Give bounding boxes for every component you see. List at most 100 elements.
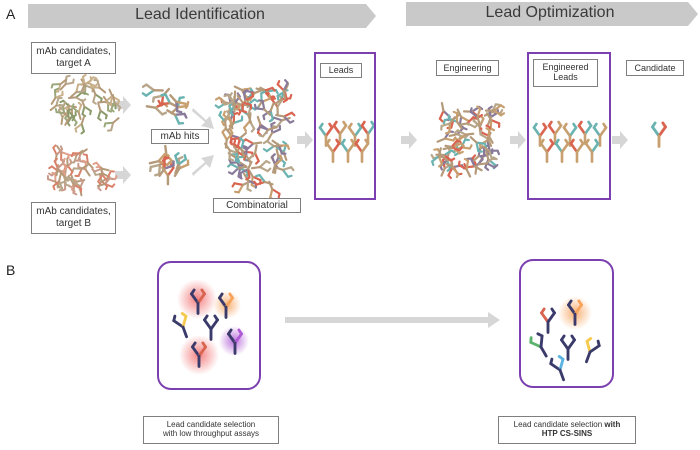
antibody-icon [457,157,472,178]
lead-identification-title: Lead Identification [135,6,265,23]
arrow-a6 [401,131,417,149]
lead-optimization-banner [406,2,698,26]
antibody-icon [71,101,83,121]
antibody-icon [174,152,188,175]
low-caption-line1: Lead candidate selection [166,420,256,429]
antibody-icon [270,153,283,174]
engineered-leads-box [527,52,611,200]
antibody-icon [463,157,483,172]
antibody-icon [97,177,116,188]
antibody-icon [250,160,272,173]
antibody-icon [172,312,188,339]
antibody-icon [97,102,108,122]
mab-candidates-target-a-label: mAb candidates, target A [31,42,116,74]
engineered-antibody-icon [569,138,585,163]
mab-a-line2: target A [56,57,91,69]
antibody-icon [71,164,89,178]
antibody-icon [49,96,67,112]
antibody-icon [62,157,74,176]
engineered-line1: Engineered [542,62,589,72]
engineering-label: Engineering [436,60,499,76]
leads-label: Leads [320,63,362,78]
antibody-icon [218,292,234,319]
antibody-icon [262,102,275,123]
antibody-icon [236,94,253,114]
engineered-leads-label: Engineered Leads [533,59,598,87]
antibody-icon [479,127,493,148]
leads-box [314,52,376,200]
lead-antibody-icon [360,120,376,145]
antibody-icon [458,116,479,129]
antibody-icon [89,79,107,94]
antibody-icon [271,139,291,155]
mab-hits-cluster-a [141,83,190,125]
htp-caption-plain: Lead candidate selection [513,420,605,429]
low-caption-line2: with low throughput assays [162,429,260,439]
antibody-icon [190,288,206,315]
engineered-antibody-icon [532,122,548,147]
antibody-icon [560,334,576,361]
antibody-icon [262,140,283,153]
antibody-icon [80,73,93,92]
mab-hits-label: mAb hits [151,129,209,144]
htp-caption-bold-name: HTP CS-SINS [541,429,593,439]
panel-label-b: B [6,262,16,278]
antibody-icon [253,99,272,116]
antibody-icon [67,91,87,103]
engineering-cluster [430,101,506,180]
antibody-icon [435,149,456,162]
antibody-icon [52,173,64,192]
antibody-icon [50,78,68,93]
arrow-a7 [510,131,526,149]
antibody-icon [58,170,74,187]
antibody-icon [64,108,77,126]
antibody-icon [158,156,175,178]
arrow-a8 [612,131,628,149]
antibody-icon [453,129,475,142]
antibody-icon [70,148,88,162]
mab-hits-cluster-b [148,144,190,186]
engineered-line2: Leads [553,72,578,83]
engineered-antibody-icon [539,138,555,163]
antibody-icon [227,328,243,355]
antibody-icon [53,157,65,177]
antibody-icon [141,83,164,97]
antibody-icon [276,79,289,100]
mab-b-line2: target B [55,217,92,229]
big-arrow-b [285,312,500,328]
lead-antibody-icon [354,138,370,163]
engineered-antibody-icon [584,138,600,163]
engineered-antibody-icon [577,120,593,145]
panel-label-a: A [6,6,16,22]
antibody-icon [191,341,207,368]
mab-cluster-target-b [46,144,118,197]
antibody-icon [169,94,188,114]
htp-caption-bold-with: with [604,420,621,429]
antibody-icon [69,83,86,98]
antibody-icon [203,314,219,341]
combinatorial-label: Combinatorial [213,198,301,213]
antibody-icon [540,307,556,334]
low-throughput-panel [157,261,261,390]
arrow-a3 [192,108,214,129]
lead-antibody-icon [340,138,356,163]
antibody-icon [585,337,601,364]
antibody-icon [221,128,234,149]
candidate-antibody [651,121,667,148]
antibody-icon [157,93,179,109]
antibody-icon [529,332,548,358]
antibody-icon [233,137,246,158]
candidate-label: Candidate [626,60,684,76]
engineered-antibody-icon [592,122,608,147]
engineered-antibody-icon [554,138,570,163]
antibody-icon [274,166,295,178]
antibody-icon [74,116,85,135]
mab-b-line1: mAb candidates, [36,206,111,217]
antibodies-low-throughput [172,288,243,368]
mab-a-line1: mAb candidates, [36,46,111,57]
engineered-antibody-icon [547,120,563,145]
antibody-icon [442,139,463,152]
antibody-icon [78,153,94,169]
antibody-icon [110,94,122,113]
arrow-a2 [115,166,131,184]
